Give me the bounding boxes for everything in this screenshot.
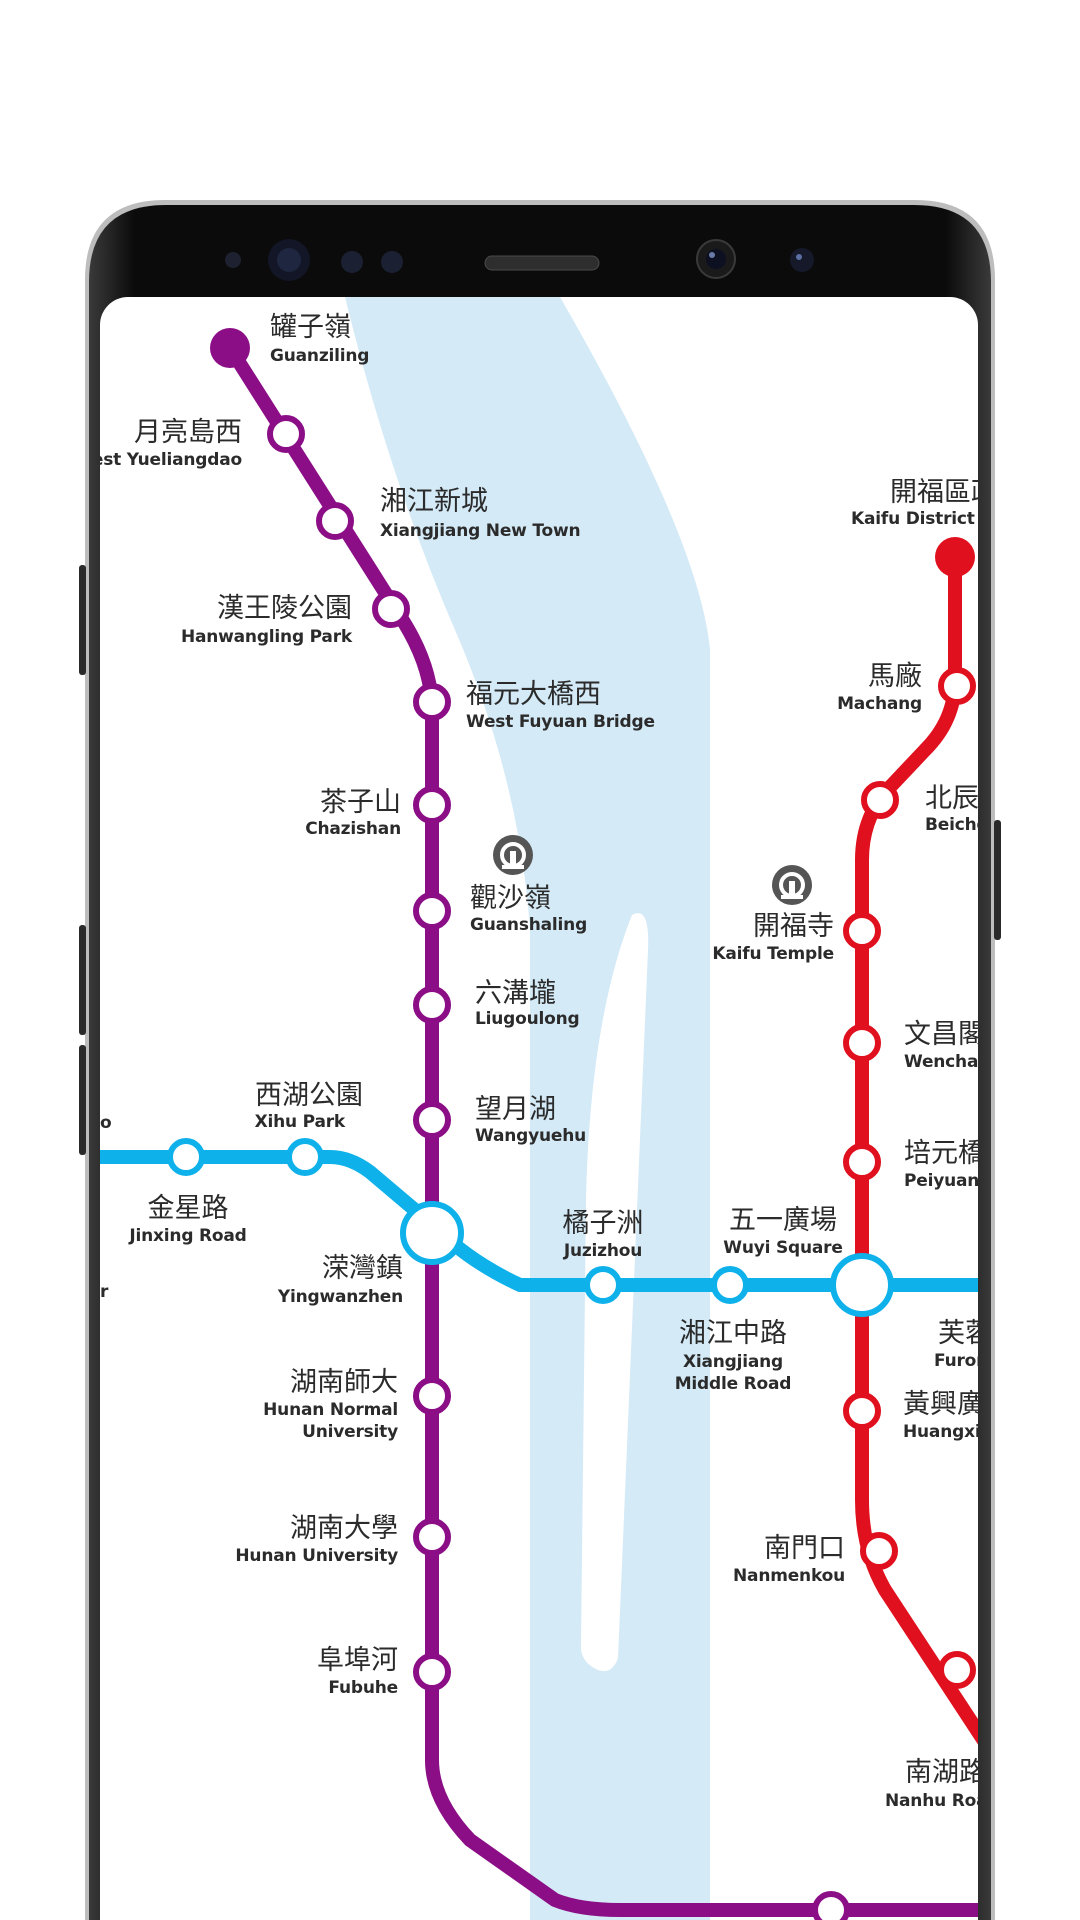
label-west-fuyuan-zh: 福元大橋西 — [466, 679, 601, 710]
label-xiangjiang-middle-en2: Middle Road — [675, 1374, 792, 1394]
railway-station-icon — [772, 865, 812, 905]
label-juzizhou-zh: 橘子洲 — [563, 1208, 644, 1239]
station-peiyuan-marker[interactable] — [843, 1143, 881, 1181]
station-guanziling-marker[interactable] — [210, 328, 250, 368]
label-huangxing-en: Huangxin — [903, 1422, 978, 1442]
label-guanshaling-en: Guanshaling — [470, 915, 587, 935]
label-kaifu-district-zh: 開福區政 — [890, 477, 978, 508]
purple-line — [223, 341, 978, 1917]
station-nanmenkou-marker[interactable] — [860, 1532, 898, 1570]
label-hunan-university-en: Hunan University — [235, 1546, 398, 1566]
label-xihu-park-zh: 西湖公園 — [255, 1080, 363, 1111]
label-hanwangling-en: Hanwangling Park — [181, 627, 353, 647]
label-chazishan-en: Chazishan — [305, 819, 401, 839]
label-xiangjiang-new-town-zh: 湘江新城 — [380, 486, 488, 517]
label-guanziling-en: Guanziling — [270, 346, 369, 366]
label-nanmenkou-zh: 南門口 — [764, 1533, 845, 1564]
station-wangyuehu-marker[interactable] — [413, 1101, 451, 1139]
station-liugoulong-marker[interactable] — [413, 986, 451, 1024]
station-fubuhe-marker[interactable] — [413, 1653, 451, 1691]
label-edge-r: r — [100, 1282, 109, 1302]
station-hunan-university-marker[interactable] — [413, 1518, 451, 1556]
station-juzizhou-marker[interactable] — [584, 1266, 622, 1304]
label-hunan-normal-en1: Hunan Normal — [263, 1400, 398, 1420]
label-hunan-university-zh: 湖南大學 — [290, 1513, 398, 1544]
label-wangyuehu-zh: 望月湖 — [475, 1094, 556, 1125]
station-kaifu-temple-marker[interactable] — [843, 912, 881, 950]
station-huangxing-marker[interactable] — [843, 1392, 881, 1430]
label-liugoulong-en: Liugoulong — [475, 1009, 580, 1029]
label-wuyi-square-en: Wuyi Square — [723, 1238, 842, 1258]
label-kaifu-temple-zh: 開福寺 — [753, 911, 834, 942]
label-xiangjiang-middle-en1: Xiangjiang — [683, 1352, 783, 1372]
label-kaifu-temple-en: Kaifu Temple — [712, 944, 834, 964]
station-hunan-normal-marker[interactable] — [413, 1377, 451, 1415]
railway-station-icon — [493, 835, 533, 875]
front-camera-icon — [696, 239, 814, 279]
label-xiangjiang-middle-zh: 湘江中路 — [679, 1318, 787, 1349]
label-yueliangdao-en: est Yueliangdao — [100, 450, 242, 470]
label-furong-en: Furon — [934, 1351, 978, 1371]
label-fubuhe-en: Fubuhe — [328, 1678, 398, 1698]
label-furong-zh: 芙蓉 — [938, 1318, 978, 1349]
label-west-fuyuan-en: West Fuyuan Bridge — [466, 712, 655, 732]
station-chazishan-marker[interactable] — [413, 786, 451, 824]
label-huangxing-zh: 黃興廣 — [903, 1389, 978, 1420]
label-beichen-zh: 北辰 — [925, 783, 978, 814]
station-nanhu-upper-marker[interactable] — [938, 1651, 976, 1689]
station-beichen-marker[interactable] — [861, 781, 899, 819]
label-yingwanzhen-zh: 溁灣鎮 — [322, 1253, 403, 1284]
metro-map[interactable]: 罐子嶺 Guanziling 月亮島西 est Yueliangdao 湘江新城… — [100, 297, 978, 1920]
station-wenchang-marker[interactable] — [843, 1024, 881, 1062]
label-nanhu-road-en: Nanhu Roa — [885, 1791, 978, 1811]
label-hanwangling-zh: 漢王陵公園 — [217, 593, 352, 624]
label-jinxing-road-en: Jinxing Road — [128, 1226, 246, 1246]
label-yingwanzhen-en: Yingwanzhen — [277, 1287, 403, 1307]
station-machang-marker[interactable] — [938, 667, 976, 705]
station-west-edge-marker[interactable] — [167, 1138, 205, 1176]
station-yingwanzhen-interchange[interactable] — [400, 1201, 464, 1265]
station-hanwangling-marker[interactable] — [372, 590, 410, 628]
label-guanziling-zh: 罐子嶺 — [270, 312, 351, 343]
label-yueliangdao-zh: 月亮島西 — [134, 417, 242, 448]
label-edge-o: o — [100, 1113, 111, 1133]
station-xihu-park-marker[interactable] — [286, 1138, 324, 1176]
station-xiangjiang-middle-marker[interactable] — [711, 1266, 749, 1304]
station-wuyi-square-interchange[interactable] — [830, 1253, 894, 1317]
label-nanmenkou-en: Nanmenkou — [733, 1566, 845, 1586]
station-bottom-purple-marker[interactable] — [812, 1891, 850, 1920]
map-screen: 罐子嶺 Guanziling 月亮島西 est Yueliangdao 湘江新城… — [100, 297, 978, 1920]
label-fubuhe-zh: 阜埠河 — [317, 1645, 398, 1676]
front-sensor-icon — [225, 239, 403, 281]
label-peiyuan-en: Peiyuanq — [904, 1171, 978, 1191]
label-liugoulong-zh: 六溝壠 — [475, 978, 556, 1009]
label-wangyuehu-en: Wangyuehu — [475, 1126, 586, 1146]
label-hunan-normal-zh: 湖南師大 — [290, 1367, 398, 1398]
label-juzizhou-en: Juzizhou — [563, 1241, 642, 1261]
label-wenchang-zh: 文昌閣 — [904, 1019, 978, 1050]
label-nanhu-road-zh: 南湖路 — [905, 1757, 978, 1788]
station-xiangjiang-new-town-marker[interactable] — [316, 502, 354, 540]
label-kaifu-district-en: Kaifu District G — [851, 509, 978, 529]
station-kaifu-district-marker[interactable] — [935, 537, 975, 577]
label-guanshaling-zh: 觀沙嶺 — [470, 883, 551, 914]
label-machang-zh: 馬廠 — [868, 661, 922, 692]
label-beichen-en: Beiche — [925, 815, 978, 835]
label-wuyi-square-zh: 五一廣場 — [729, 1205, 837, 1236]
label-chazishan-zh: 茶子山 — [320, 787, 401, 818]
station-guanshaling-marker[interactable] — [413, 892, 451, 930]
station-yueliangdao-marker[interactable] — [267, 415, 305, 453]
speaker-grille-icon — [484, 255, 600, 271]
label-xiangjiang-new-town-en: Xiangjiang New Town — [380, 521, 580, 541]
label-jinxing-road-zh: 金星路 — [148, 1193, 229, 1224]
label-machang-en: Machang — [837, 694, 922, 714]
label-xihu-park-en: Xihu Park — [255, 1112, 346, 1132]
label-wenchang-en: Wenchan — [904, 1052, 978, 1072]
label-hunan-normal-en2: University — [302, 1422, 398, 1442]
label-peiyuan-zh: 培元橋 — [904, 1138, 978, 1169]
station-west-fuyuan-marker[interactable] — [413, 683, 451, 721]
